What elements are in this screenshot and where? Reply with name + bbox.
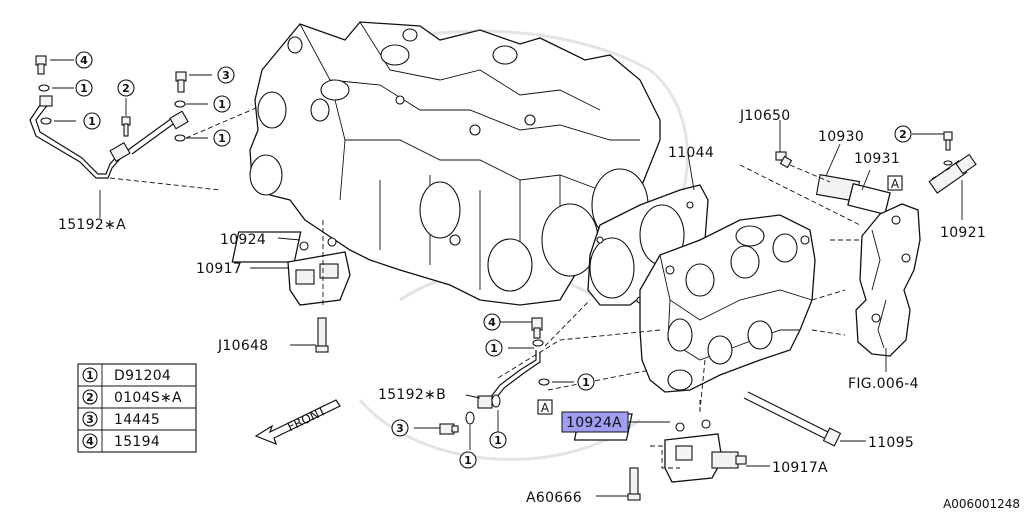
engine-block xyxy=(249,21,661,306)
leaders-left-pipe xyxy=(50,59,212,218)
cover-10930 xyxy=(775,151,891,216)
svg-text:4: 4 xyxy=(80,54,88,67)
label-10917a: 10917A xyxy=(772,460,828,476)
callout-1-f: 1 xyxy=(577,373,595,391)
label-a60666: A60666 xyxy=(526,490,582,506)
label-10924: 10924 xyxy=(220,232,266,248)
svg-text:1: 1 xyxy=(464,454,472,467)
label-j10650: J10650 xyxy=(739,108,790,124)
reference-box-a-bottom: A xyxy=(537,399,553,415)
leaders-right xyxy=(687,120,963,372)
svg-text:A: A xyxy=(891,177,900,191)
svg-text:2: 2 xyxy=(122,82,130,95)
cam-cover xyxy=(855,203,921,357)
svg-text:15194: 15194 xyxy=(114,434,160,450)
label-10921: 10921 xyxy=(940,225,986,241)
callout-1-e: 1 xyxy=(485,339,503,357)
label-fig006-4: FIG.006-4 xyxy=(848,376,919,392)
leaders-mid-pipe xyxy=(414,321,574,450)
oil-control-valve-left xyxy=(231,231,351,353)
svg-text:4: 4 xyxy=(488,316,496,329)
cylinder-head xyxy=(639,214,816,393)
svg-text:0104S∗A: 0104S∗A xyxy=(114,390,182,406)
front-arrow: FRONT xyxy=(254,399,341,446)
image-code: A006001248 xyxy=(943,497,1020,511)
callout-1-h: 1 xyxy=(489,431,507,449)
bolt-11095 xyxy=(743,391,842,447)
callout-2-a: 2 xyxy=(117,79,135,97)
label-11095: 11095 xyxy=(868,435,914,451)
legend-table: 1 D91204 2 0104S∗A 3 14445 4 15194 xyxy=(77,363,197,453)
head-alignment-lines xyxy=(497,164,861,411)
svg-text:D91204: D91204 xyxy=(114,368,171,384)
callout-1-g: 1 xyxy=(459,451,477,469)
label-10930: 10930 xyxy=(818,129,864,145)
svg-text:1: 1 xyxy=(494,434,502,447)
label-15192a: 15192∗A xyxy=(58,217,126,233)
legend-row: 2 0104S∗A xyxy=(82,389,182,406)
label-11044: 11044 xyxy=(668,145,714,161)
pipe-bolts-left xyxy=(35,55,187,142)
svg-text:1: 1 xyxy=(582,376,590,389)
callout-1-a: 1 xyxy=(75,79,93,97)
svg-text:4: 4 xyxy=(86,435,94,448)
legend-row: 3 14445 xyxy=(82,411,160,428)
callout-3-a: 3 xyxy=(217,66,235,84)
cam-sensor xyxy=(928,131,977,194)
callout-4-b: 4 xyxy=(483,313,501,331)
legend-row: 1 D91204 xyxy=(82,367,171,384)
callout-1-d: 1 xyxy=(213,129,231,147)
svg-text:10924A: 10924A xyxy=(566,415,622,431)
svg-text:2: 2 xyxy=(899,128,907,141)
label-15192b: 15192∗B xyxy=(378,387,446,403)
svg-text:1: 1 xyxy=(218,132,226,145)
oil-pipe-left xyxy=(29,95,189,179)
callout-3-b: 3 xyxy=(391,419,409,437)
leaders-left-ocv xyxy=(250,237,316,346)
svg-text:3: 3 xyxy=(396,422,404,435)
reference-box-a-top: A xyxy=(887,175,903,191)
label-j10648: J10648 xyxy=(217,338,268,354)
callout-2-b: 2 xyxy=(894,125,912,143)
svg-text:1: 1 xyxy=(80,82,88,95)
callout-1-b: 1 xyxy=(83,112,101,130)
svg-text:3: 3 xyxy=(222,69,230,82)
svg-text:1: 1 xyxy=(218,98,226,111)
svg-text:1: 1 xyxy=(86,369,94,382)
svg-text:2: 2 xyxy=(86,391,94,404)
svg-text:A: A xyxy=(541,401,550,415)
svg-text:14445: 14445 xyxy=(114,412,160,428)
oil-pipe-right xyxy=(439,317,550,435)
label-10917: 10917 xyxy=(196,261,242,277)
callout-4-a: 4 xyxy=(75,51,93,69)
leaders-right-ocv xyxy=(596,421,866,497)
label-10931: 10931 xyxy=(854,151,900,167)
label-10924a-highlighted: 10924A xyxy=(561,411,629,433)
svg-text:1: 1 xyxy=(490,342,498,355)
svg-text:1: 1 xyxy=(88,115,96,128)
callout-1-c: 1 xyxy=(213,95,231,113)
front-label: FRONT xyxy=(285,403,329,434)
legend-row: 4 15194 xyxy=(82,433,160,450)
svg-text:3: 3 xyxy=(86,413,94,426)
